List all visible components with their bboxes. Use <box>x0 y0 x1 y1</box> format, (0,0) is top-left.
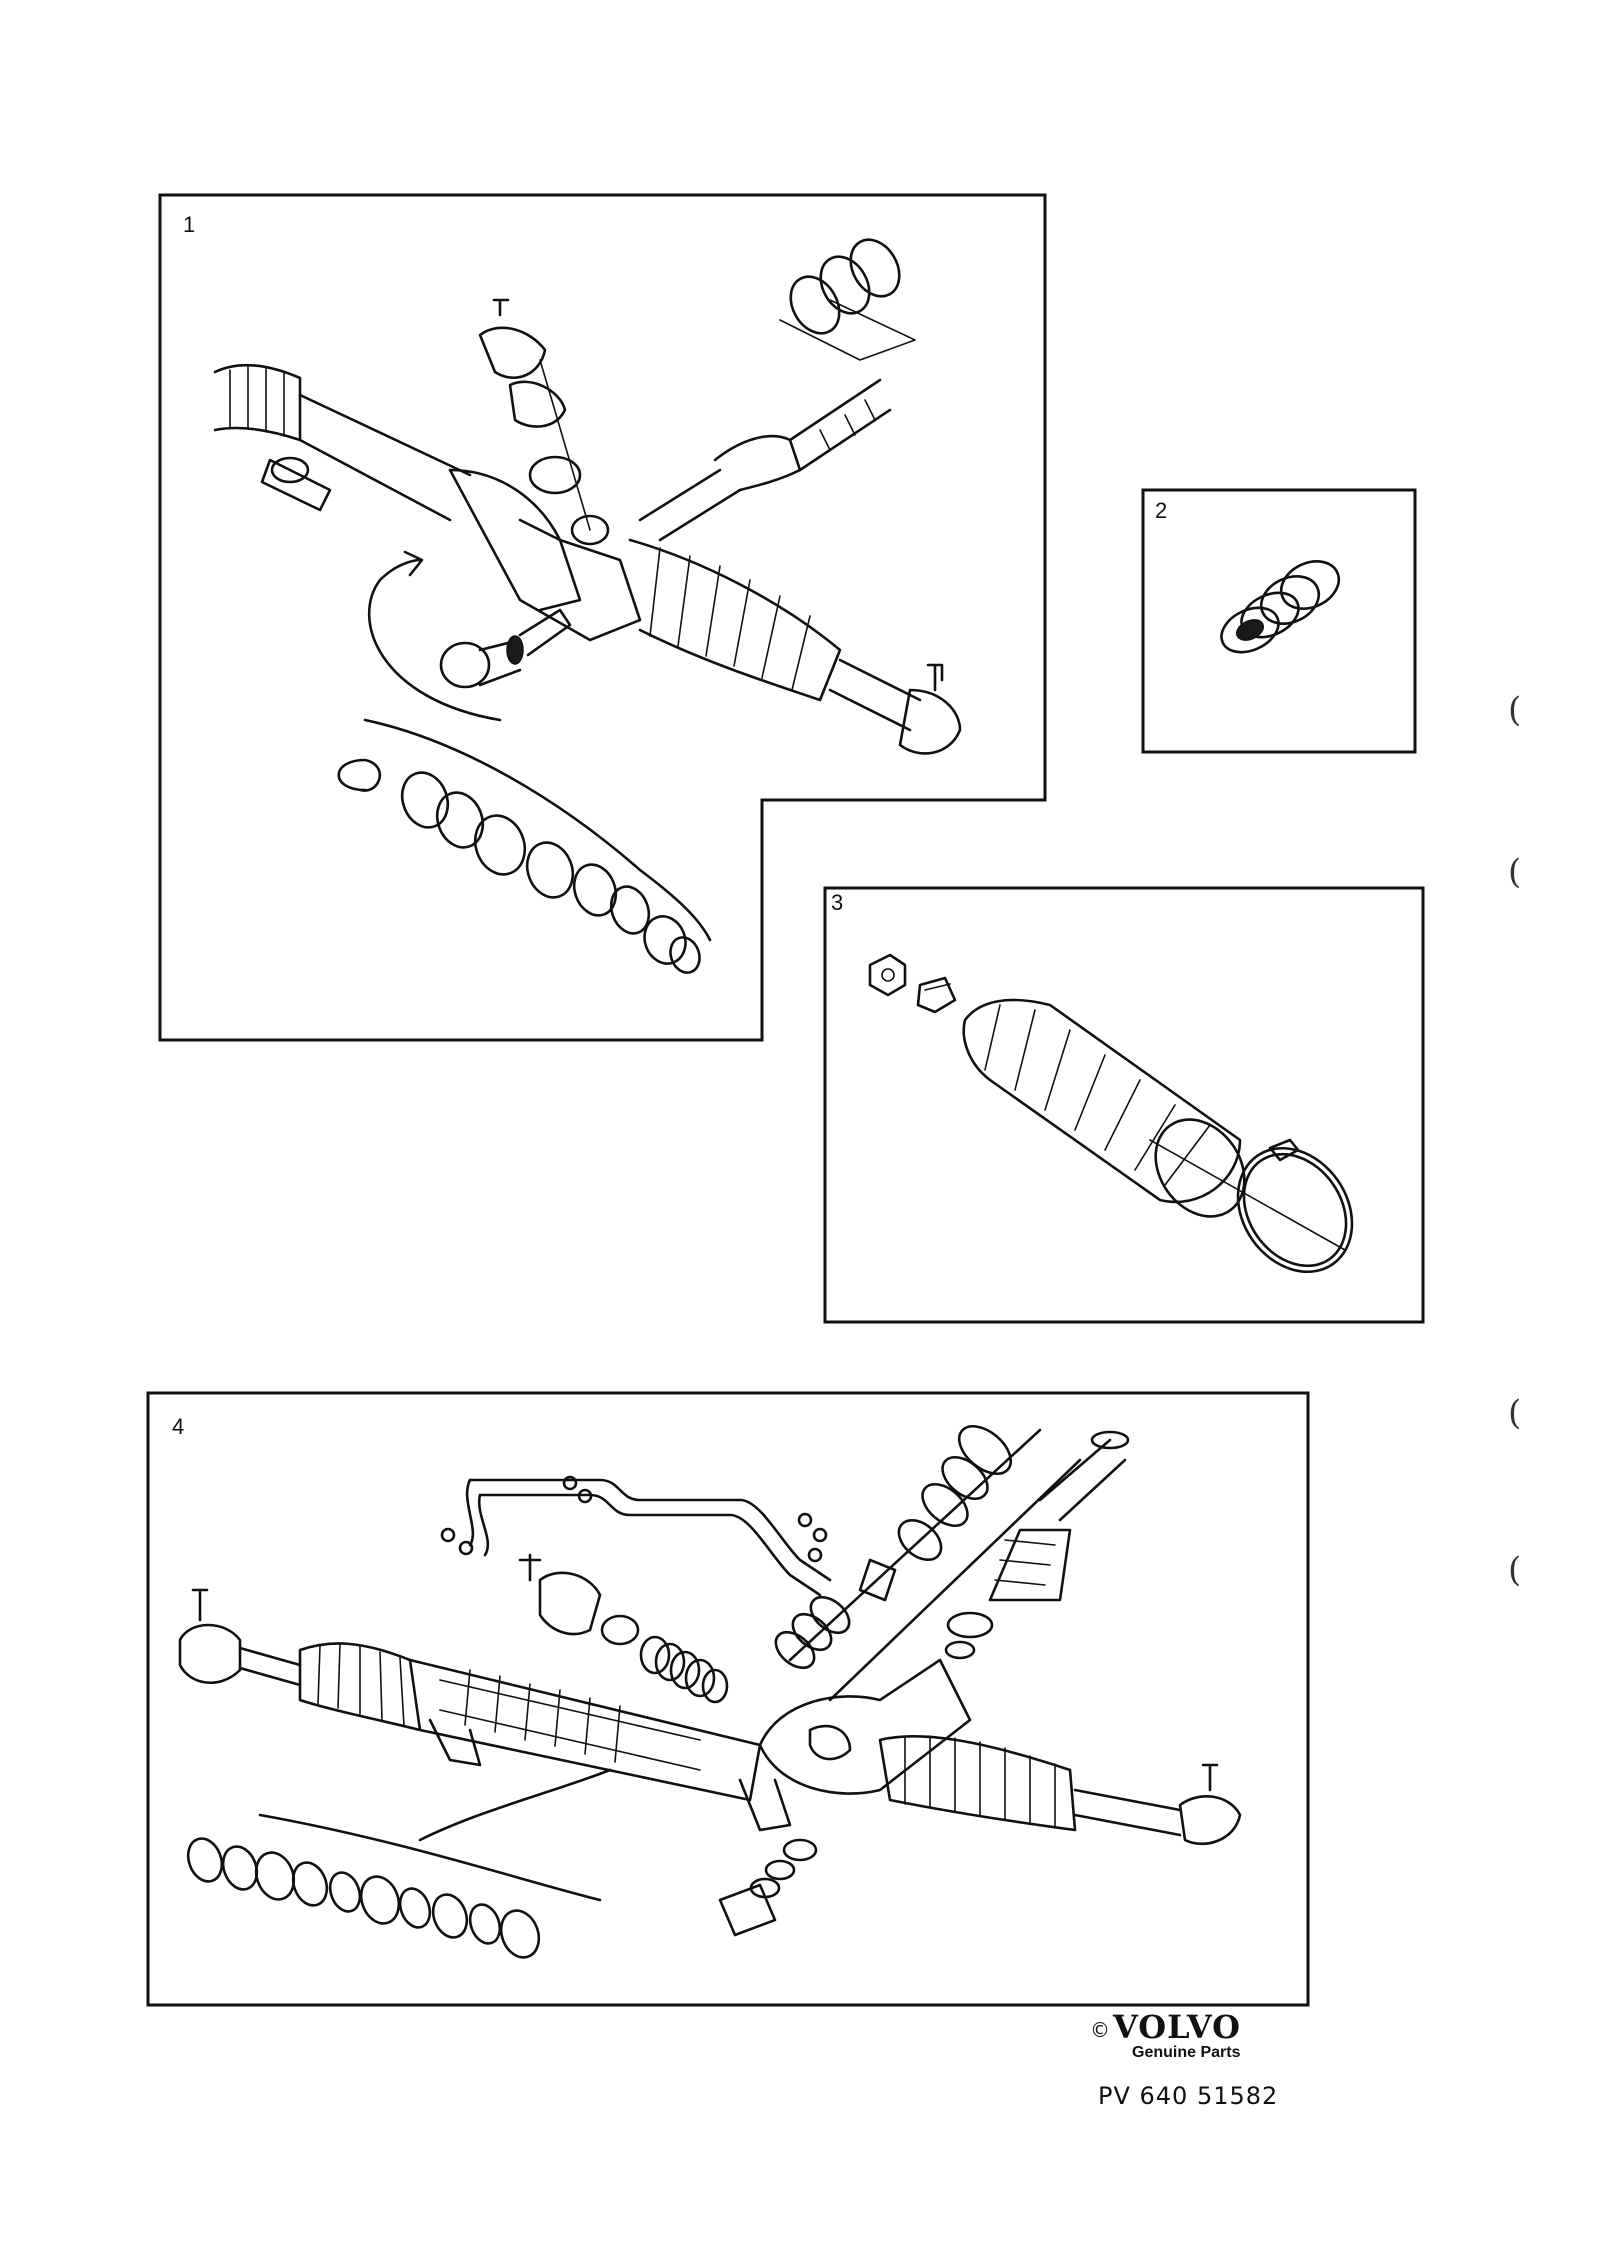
copyright-symbol: © <box>1090 2017 1111 2042</box>
reference-number: PV 640 51582 <box>1098 2082 1279 2110</box>
panel-3-label: 3 <box>831 890 844 915</box>
margin-mark-2: ( <box>1508 852 1522 892</box>
panel-3-frame <box>823 886 1425 1324</box>
volvo-brand-block: ©VOLVO Genuine Parts <box>1090 2008 1280 2062</box>
panel-2-bearing <box>1220 560 1341 654</box>
brand-name: VOLVO <box>1113 2008 1241 2046</box>
panel-4-frame <box>146 1391 1310 2007</box>
volvo-logo: ©VOLVO <box>1090 2008 1280 2046</box>
panel-1-frame <box>158 193 1047 1042</box>
panel-1-label: 1 <box>183 212 196 237</box>
panel-4-label: 4 <box>172 1414 185 1439</box>
panel-2-frame <box>1141 488 1417 754</box>
panel-1-steering-rack <box>213 238 962 974</box>
panel-2-label: 2 <box>1155 498 1168 523</box>
margin-mark-3: ( <box>1508 1393 1522 1433</box>
panel-4-power-rack <box>178 1424 1242 1959</box>
margin-mark-1: ( <box>1508 690 1522 730</box>
brand-tagline: Genuine Parts <box>1132 2044 1241 2061</box>
panel-3-boot-kit <box>868 953 1354 1274</box>
margin-mark-4: ( <box>1508 1550 1522 1590</box>
